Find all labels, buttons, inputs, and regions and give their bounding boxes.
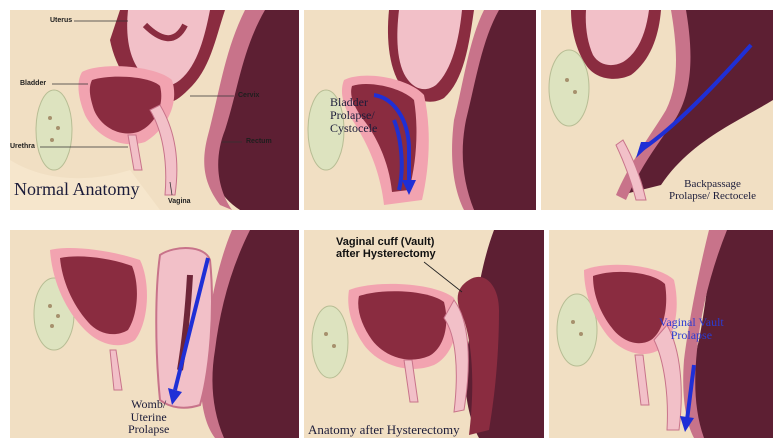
label-cervix: Cervix bbox=[238, 92, 259, 99]
caption-normal-anatomy: Normal Anatomy bbox=[14, 180, 139, 198]
panel-normal-anatomy: Uterus Bladder Cervix Urethra Rectum Vag… bbox=[10, 10, 299, 210]
label-vaginal-cuff-line-1: Vaginal cuff (Vault) bbox=[336, 236, 436, 248]
label-uterus: Uterus bbox=[50, 17, 72, 24]
caption-vault-line-2: Prolapse bbox=[659, 329, 724, 342]
label-vagina: Vagina bbox=[168, 198, 191, 205]
caption-rectocele-line-1: Backpassage bbox=[669, 178, 756, 190]
caption-uterine-line-1: Womb/ bbox=[128, 398, 169, 411]
caption-rectocele-line-2: Prolapse/ Rectocele bbox=[669, 190, 756, 202]
panel-vault-prolapse: Vaginal Vault Prolapse bbox=[549, 230, 773, 438]
label-urethra: Urethra bbox=[10, 143, 35, 150]
label-vaginal-cuff-line-2: after Hysterectomy bbox=[336, 248, 436, 260]
hysterectomy-illustration bbox=[304, 230, 544, 438]
panel-cystocele: Bladder Prolapse/ Cystocele bbox=[304, 10, 536, 210]
caption-cystocele: Bladder Prolapse/ Cystocele bbox=[330, 96, 377, 135]
label-vaginal-cuff: Vaginal cuff (Vault) after Hysterectomy bbox=[336, 236, 436, 260]
panel-uterine-prolapse: Womb/ Uterine Prolapse bbox=[10, 230, 299, 438]
panel-rectocele: Backpassage Prolapse/ Rectocele bbox=[541, 10, 773, 210]
caption-after-hysterectomy: Anatomy after Hysterectomy bbox=[308, 423, 460, 436]
caption-cystocele-line-3: Cystocele bbox=[330, 122, 377, 135]
label-bladder: Bladder bbox=[20, 80, 46, 87]
caption-uterine-line-3: Prolapse bbox=[128, 423, 169, 436]
label-rectum: Rectum bbox=[246, 138, 272, 145]
panel-after-hysterectomy: Vaginal cuff (Vault) after Hysterectomy … bbox=[304, 230, 544, 438]
caption-rectocele: Backpassage Prolapse/ Rectocele bbox=[669, 178, 756, 202]
caption-vault-prolapse: Vaginal Vault Prolapse bbox=[659, 316, 724, 342]
caption-uterine-prolapse: Womb/ Uterine Prolapse bbox=[128, 398, 169, 436]
